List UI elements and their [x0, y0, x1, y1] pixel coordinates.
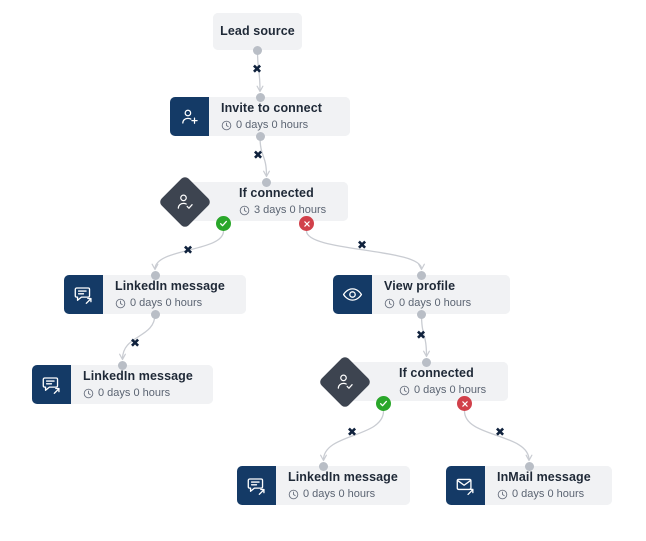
node-title: If connected	[399, 366, 474, 380]
flow-node-linkedin-message-1[interactable]: LinkedIn message 0 days 0 hours	[64, 275, 246, 314]
clock-icon	[83, 388, 94, 399]
node-delay-label: 0 days 0 hours	[414, 384, 487, 396]
node-delay-label: 3 days 0 hours	[254, 204, 327, 216]
node-input-port[interactable]	[422, 357, 431, 367]
linkedin-message-icon	[64, 275, 103, 314]
node-output-port[interactable]	[417, 309, 426, 319]
node-input-port[interactable]	[319, 461, 328, 471]
node-title: InMail message	[497, 470, 591, 484]
node-input-port[interactable]	[417, 270, 426, 280]
node-delay-label: 0 days 0 hours	[303, 488, 376, 500]
clock-icon	[497, 489, 508, 500]
branch-badge-no[interactable]	[457, 396, 472, 411]
node-delay: 0 days 0 hours	[497, 488, 584, 501]
node-delay-label: 0 days 0 hours	[130, 297, 203, 309]
edge-delete-icon[interactable]: ✖	[182, 243, 194, 257]
node-input-port[interactable]	[262, 177, 271, 187]
person-check-icon	[158, 174, 212, 229]
node-output-port[interactable]	[253, 45, 262, 55]
node-input-port[interactable]	[118, 360, 127, 370]
node-delay-label: 0 days 0 hours	[512, 488, 585, 500]
clock-icon	[384, 298, 395, 309]
person-check-icon	[318, 354, 372, 409]
node-input-port[interactable]	[255, 92, 265, 102]
node-title: Lead source	[220, 24, 295, 38]
node-delay: 0 days 0 hours	[83, 387, 170, 400]
clock-icon	[399, 385, 410, 396]
node-input-port[interactable]	[524, 461, 534, 471]
node-body: If connected 3 days 0 hours	[185, 182, 348, 221]
node-delay-label: 0 days 0 hours	[399, 297, 472, 309]
flow-node-linkedin-message-2[interactable]: LinkedIn message 0 days 0 hours	[32, 365, 213, 404]
flow-node-invite-to-connect[interactable]: Invite to connect 0 days 0 hours	[170, 97, 350, 136]
branch-badge-yes[interactable]	[216, 216, 231, 231]
linkedin-message-icon	[32, 365, 71, 404]
node-body: If connected 0 days 0 hours	[345, 362, 508, 401]
node-output-port[interactable]	[150, 309, 160, 319]
node-input-port[interactable]	[150, 270, 160, 280]
node-title: If connected	[239, 186, 314, 200]
node-body: InMail message 0 days 0 hours	[446, 466, 612, 505]
person-plus-icon	[170, 97, 209, 136]
flow-node-if-connected-1[interactable]: If connected 3 days 0 hours	[158, 174, 348, 229]
node-title: Invite to connect	[221, 101, 323, 115]
clock-icon	[288, 489, 299, 500]
edge-delete-icon[interactable]: ✖	[356, 238, 368, 252]
flow-node-linkedin-message-3[interactable]: LinkedIn message 0 days 0 hours	[237, 466, 410, 505]
edge-delete-icon[interactable]: ✖	[252, 148, 264, 162]
clock-icon	[115, 298, 126, 309]
node-title: LinkedIn message	[83, 369, 193, 383]
node-delay: 0 days 0 hours	[399, 384, 486, 397]
flow-node-if-connected-2[interactable]: If connected 0 days 0 hours	[318, 354, 508, 409]
node-body: Lead source	[213, 13, 302, 50]
clock-icon	[221, 120, 232, 131]
edge-delete-icon[interactable]: ✖	[251, 62, 263, 76]
branch-badge-no[interactable]	[299, 216, 314, 231]
node-delay: 0 days 0 hours	[384, 297, 471, 310]
eye-icon	[333, 275, 372, 314]
edge-delete-icon[interactable]: ✖	[415, 328, 427, 342]
inmail-message-icon	[446, 466, 485, 505]
edge-delete-icon[interactable]: ✖	[346, 425, 358, 439]
edge-delete-icon[interactable]: ✖	[494, 425, 506, 439]
node-delay: 0 days 0 hours	[221, 119, 308, 132]
clock-icon	[239, 205, 250, 216]
node-title: LinkedIn message	[115, 279, 225, 293]
flow-node-lead-source[interactable]: Lead source	[213, 13, 302, 50]
node-delay: 3 days 0 hours	[239, 204, 326, 217]
flow-node-view-profile[interactable]: View profile 0 days 0 hours	[333, 275, 510, 314]
node-title: View profile	[384, 279, 456, 293]
node-delay: 0 days 0 hours	[115, 297, 202, 310]
branch-badge-yes[interactable]	[376, 396, 391, 411]
linkedin-message-icon	[237, 466, 276, 505]
node-delay-label: 0 days 0 hours	[98, 387, 171, 399]
flow-node-inmail-message[interactable]: InMail message 0 days 0 hours	[446, 466, 612, 505]
node-delay: 0 days 0 hours	[288, 488, 375, 501]
edge-delete-icon[interactable]: ✖	[129, 336, 141, 350]
node-output-port[interactable]	[255, 131, 265, 141]
node-delay-label: 0 days 0 hours	[236, 119, 309, 131]
node-title: LinkedIn message	[288, 470, 398, 484]
